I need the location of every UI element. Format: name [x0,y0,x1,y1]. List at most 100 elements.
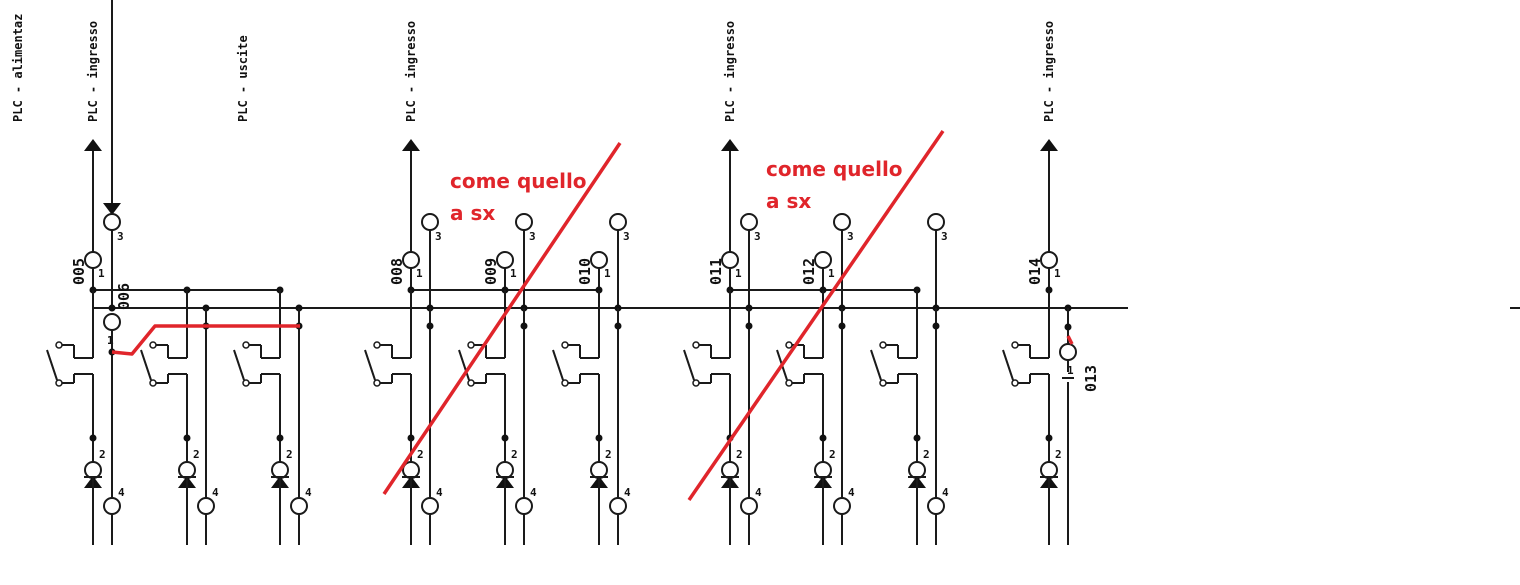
input-label: 011 [707,258,725,285]
input-label: 012 [800,258,818,285]
input-label: 014 [1026,258,1044,285]
terminal-circle [103,497,121,515]
switch-contact [785,379,793,387]
switch-blade [683,349,695,381]
terminal-number: 4 [848,486,855,499]
terminal-number: 4 [755,486,762,499]
input-label: 013 [1082,365,1100,392]
switch-contact [242,341,250,349]
annotation-text: come quello [450,169,587,193]
column-header: PLC - ingresso [1042,21,1056,122]
terminal-number: 1 [735,267,742,280]
switch-blade [870,349,882,381]
annotation-text: a sx [450,201,495,225]
terminal-circle [927,497,945,515]
strike-through-line [687,130,945,501]
junction-dot [276,434,284,442]
switch-contact [879,341,887,349]
terminal-number: 4 [530,486,537,499]
arrow-up-icon [402,139,420,151]
switch-contact [692,379,700,387]
column-header: PLC - ingresso [723,21,737,122]
terminal-number: 4 [305,486,312,499]
column-header: PLC - alimentaz [11,14,25,122]
junction-dot [108,304,116,312]
terminal-circle [609,497,627,515]
terminal-number: 4 [624,486,631,499]
terminal-circle [908,461,926,479]
terminal-number: 1 [416,267,423,280]
switch-contact [1011,341,1019,349]
terminal-number: 3 [754,230,761,243]
junction-dot [614,322,622,330]
annotation-text: come quello [766,157,903,181]
terminal-number: 1 [510,267,517,280]
junction-dot [913,434,921,442]
terminal-number: 3 [623,230,630,243]
arrow-up-icon [721,139,739,151]
terminal-circle [515,213,533,231]
terminal-number: 2 [605,448,612,461]
terminal-circle [421,497,439,515]
junction-dot [932,322,940,330]
terminal-circle [740,497,758,515]
terminal-number: 3 [941,230,948,243]
red-jumper-line [111,324,300,356]
terminal-circle [496,461,514,479]
input-label: 005 [70,258,88,285]
junction-dot [520,322,528,330]
terminal-number: 2 [829,448,836,461]
junction-dot [819,434,827,442]
terminal-number: 4 [212,486,219,499]
junction-dot [595,434,603,442]
junction-dot [183,434,191,442]
terminal-circle [609,213,627,231]
switch-contact [149,379,157,387]
switch-contact [55,379,63,387]
junction-dot [426,322,434,330]
terminal-number: 1 [1054,267,1061,280]
switch-contact [879,379,887,387]
terminal-circle [721,461,739,479]
switch-contact [467,341,475,349]
input-label: 009 [482,258,500,285]
terminal-number: 3 [529,230,536,243]
terminal-number: 3 [847,230,854,243]
switch-blade [233,349,245,381]
switch-contact [467,379,475,387]
switch-blade [1002,349,1014,381]
terminal-number: 2 [1055,448,1062,461]
terminal-number: 1 [828,267,835,280]
wires-group: 1005231006424241008234100923410102341011… [46,0,1520,545]
strike-through-line [382,142,622,495]
junction-dot [501,434,509,442]
terminal-number: 1 [107,334,114,347]
terminal-circle [271,461,289,479]
switch-contact [373,341,381,349]
terminal-number: 4 [942,486,949,499]
arrow-up-icon [1040,139,1058,151]
terminal-number: 1 [98,267,105,280]
terminal-number: 2 [511,448,518,461]
switch-contact [242,379,250,387]
terminal-number: 4 [118,486,125,499]
switch-contact [561,341,569,349]
junction-dot [1064,323,1072,331]
terminal-circle [740,213,758,231]
switch-blade [46,349,58,381]
column-header: PLC - uscite [236,35,250,122]
switch-contact [561,379,569,387]
input-label: 006 [115,283,133,310]
switch-contact [373,379,381,387]
terminal-circle [290,497,308,515]
junction-dot [407,434,415,442]
terminal-number: 2 [99,448,106,461]
terminal-circle [1059,343,1077,361]
headers-group: PLC - alimentaz PLC - ingresso PLC - uscit… [11,14,1056,122]
terminal-circle [178,461,196,479]
terminal-number: 2 [286,448,293,461]
switch-blade [552,349,564,381]
junction-dot [89,434,97,442]
